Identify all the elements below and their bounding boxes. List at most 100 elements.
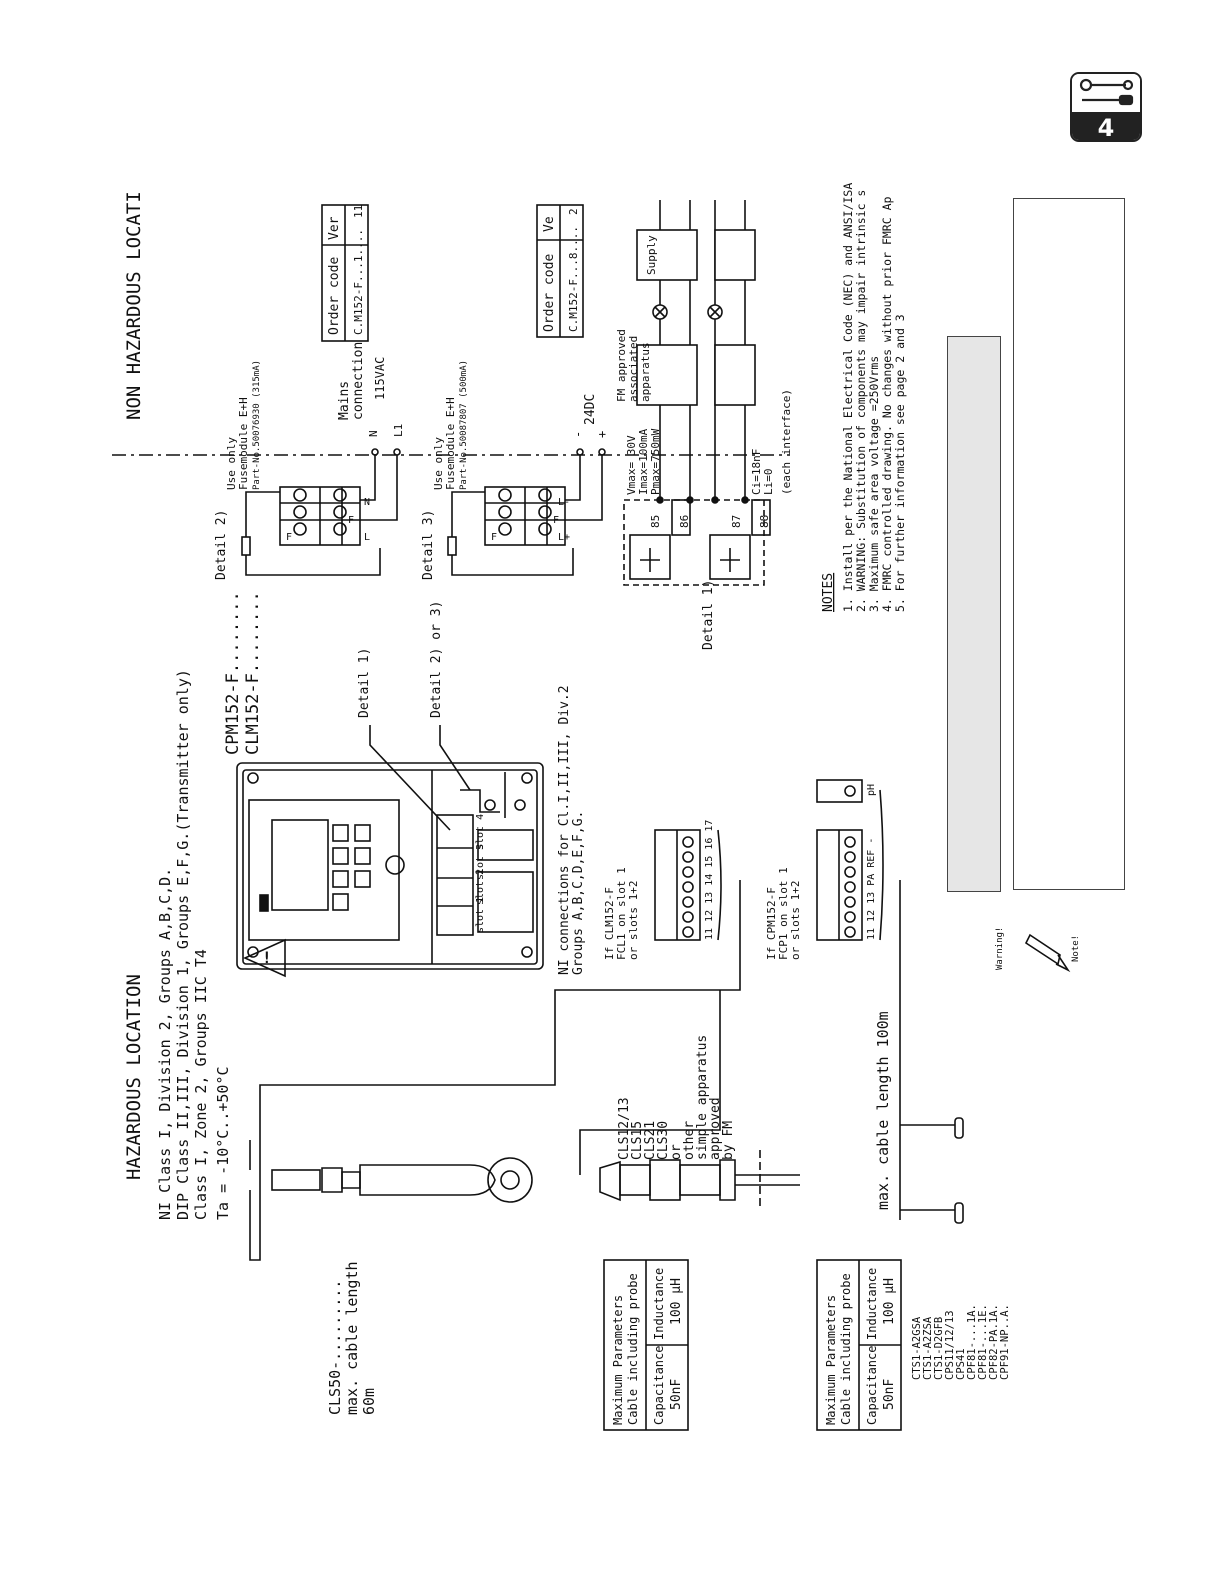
probe-list-2: CTS1-A2ZSA [922, 1316, 934, 1380]
order-table-1-header-ver: Ver [327, 216, 342, 240]
warning-icon: ! [243, 938, 286, 978]
cls12-line-4: CLS30 [656, 1121, 671, 1160]
order-table-1-code: C.M152-F...1.... [352, 229, 365, 335]
fm-line-3: apparatus [639, 342, 652, 402]
terminal-85: 85 [649, 515, 662, 528]
hazardous-title: HAZARDOUS LOCATION [123, 974, 145, 1180]
d3-dc-label: 24DC [583, 394, 598, 425]
param-2-v-ind: 100 µH [882, 1278, 897, 1325]
note-2: 2. WARNING: Substitution of components m… [854, 190, 868, 612]
d2-terminal-n: N [364, 497, 370, 508]
detail-2-terminal-block [279, 486, 361, 546]
detail-2-label: Detail 2) [214, 510, 229, 580]
slot-2-label: slot 2 [475, 869, 486, 905]
cls50-line-1: CLS50-......... [326, 1280, 344, 1415]
slot-4-label: slot 4 [475, 814, 486, 850]
hazardous-line-1: NI Class I, Division 2, Groups A,B,C,D. [156, 868, 174, 1220]
note-text-box [1013, 198, 1125, 890]
vmax: Vmax= 30V [625, 435, 638, 495]
note-4: 4. FMRC controlled drawing. No changes w… [880, 197, 894, 612]
pmax: Pmax=750mW [649, 428, 662, 495]
probe-list-4: CPS11/12/13 [944, 1310, 956, 1380]
probe-small-2 [954, 1202, 964, 1224]
cls50-line-3: 60m [360, 1388, 378, 1415]
d3-terminal-f1: F [553, 515, 559, 526]
cls12-line-6: other [682, 1121, 697, 1160]
wrench-screwdriver-icon [1072, 74, 1140, 112]
probe-small-1 [954, 1117, 964, 1139]
optocoupler-2 [709, 534, 751, 580]
order-table-1 [321, 204, 369, 342]
cls12-line-2: CLS15 [630, 1121, 645, 1160]
d3-plus-label: + [595, 431, 609, 438]
d3-terminal-lplus: L+ [558, 532, 570, 543]
param-1-h-ind: Inductance [652, 1268, 666, 1340]
hazardous-line-3: Class I, Zone 2, Groups IIC T4 [192, 949, 210, 1220]
hazardous-line-4: Ta = -10°C..+50°C [214, 1066, 232, 1220]
each-interface: (each interface) [780, 389, 793, 495]
d3-terminal-f2: F [491, 532, 497, 543]
slot-1-label: slot 1 [475, 897, 486, 933]
notes-heading: NOTES [821, 573, 836, 612]
optocoupler-1 [629, 534, 671, 580]
clm-line-3: or slots 1+2 [627, 881, 640, 960]
param-1-v-ind: 100 µH [669, 1278, 684, 1325]
param-1-h-cap: Capacitance [652, 1346, 666, 1425]
clm-line-2: FCL1 on slot 1 [615, 867, 628, 960]
param-1-v-cap: 50nF [669, 1379, 684, 1410]
terminal-88: 88 [758, 515, 771, 528]
probe-list-3: CTS1-D2GFB [933, 1317, 945, 1380]
li: Li=0 [762, 469, 775, 496]
cls12-probe-icon [599, 1150, 800, 1210]
d3-terminal-lminus: L- [558, 497, 570, 508]
d2-terminal-f1: F [348, 515, 354, 526]
ci: Ci=18nF [750, 449, 763, 495]
order-table-2-code: C.M152-F...8.... [567, 226, 580, 332]
param-1-title-2: Cable including probe [626, 1273, 640, 1425]
mains-line-1: Mains [337, 381, 352, 420]
probe-list-9: CPF91-NP..A. [999, 1304, 1011, 1380]
slot-3-label: slot 3 [475, 844, 486, 880]
param-2-v-cap: 50nF [882, 1379, 897, 1410]
hazardous-line-2: DIP Class II,III, Division 1, Groups E,F… [174, 669, 192, 1220]
mains-line-3: 115VAC [373, 357, 387, 400]
cls12-line-7: simple apparatus [695, 1035, 710, 1160]
cls12-line-5: or [669, 1144, 684, 1160]
ni-connections-2: Groups A,B,C,D,E,F,G. [571, 811, 586, 975]
order-table-2-header: Order code [542, 254, 557, 332]
cpm-terminals: 11 12 13 PA REF - [866, 838, 877, 940]
model-clm152: CLM152-F........ [243, 591, 263, 755]
order-table-2-ver: 2 [567, 208, 580, 215]
param-2-title-1: Maximum Parameters [824, 1295, 838, 1425]
cpm-ph: pH [866, 784, 877, 796]
order-table-1-header: Order code [327, 257, 342, 335]
param-table-2 [816, 1259, 902, 1431]
probe-list-5: CPS41 [955, 1348, 967, 1380]
fuse-icon [241, 536, 251, 556]
imax: Imax=100mA [637, 428, 650, 495]
order-table-2-header-ver: Ve [542, 216, 557, 232]
cls50-probe-icon [271, 1157, 533, 1203]
order-table-2 [536, 204, 584, 338]
d2-fuse-line-2: Fusemodule E+H [237, 397, 250, 490]
probe-list-8: CPF82-PA.1A. [988, 1304, 1000, 1380]
warning-label: Warning! [995, 927, 1005, 970]
detail-2or3-label: Detail 2) or 3) [429, 601, 444, 718]
transmitter-housing [236, 762, 544, 970]
d2-fuse-line-3: Part-No.50076930 (315mA) [252, 360, 262, 490]
fm-line-2: associated [627, 336, 640, 402]
param-2-h-ind: Inductance [865, 1268, 879, 1340]
cable-length-100m: max. cable length 100m [874, 1011, 892, 1210]
mains-line-2: connection [351, 342, 366, 420]
probe-list-7: CPF81-...1E. [977, 1304, 989, 1380]
probe-list-6: CPF81-...1A. [966, 1304, 978, 1380]
cls50-line-2: max. cable length [343, 1261, 361, 1415]
clm-line-1: If CLM152-F [603, 887, 616, 960]
cls12-line-1: CLS12/13 [617, 1097, 632, 1160]
detail-1-label: Detail 1) [701, 580, 716, 650]
pencil-icon [1024, 933, 1071, 973]
supply-2 [714, 229, 756, 281]
svg-text:!: ! [262, 948, 272, 967]
cls12-line-8: approved [708, 1097, 723, 1160]
